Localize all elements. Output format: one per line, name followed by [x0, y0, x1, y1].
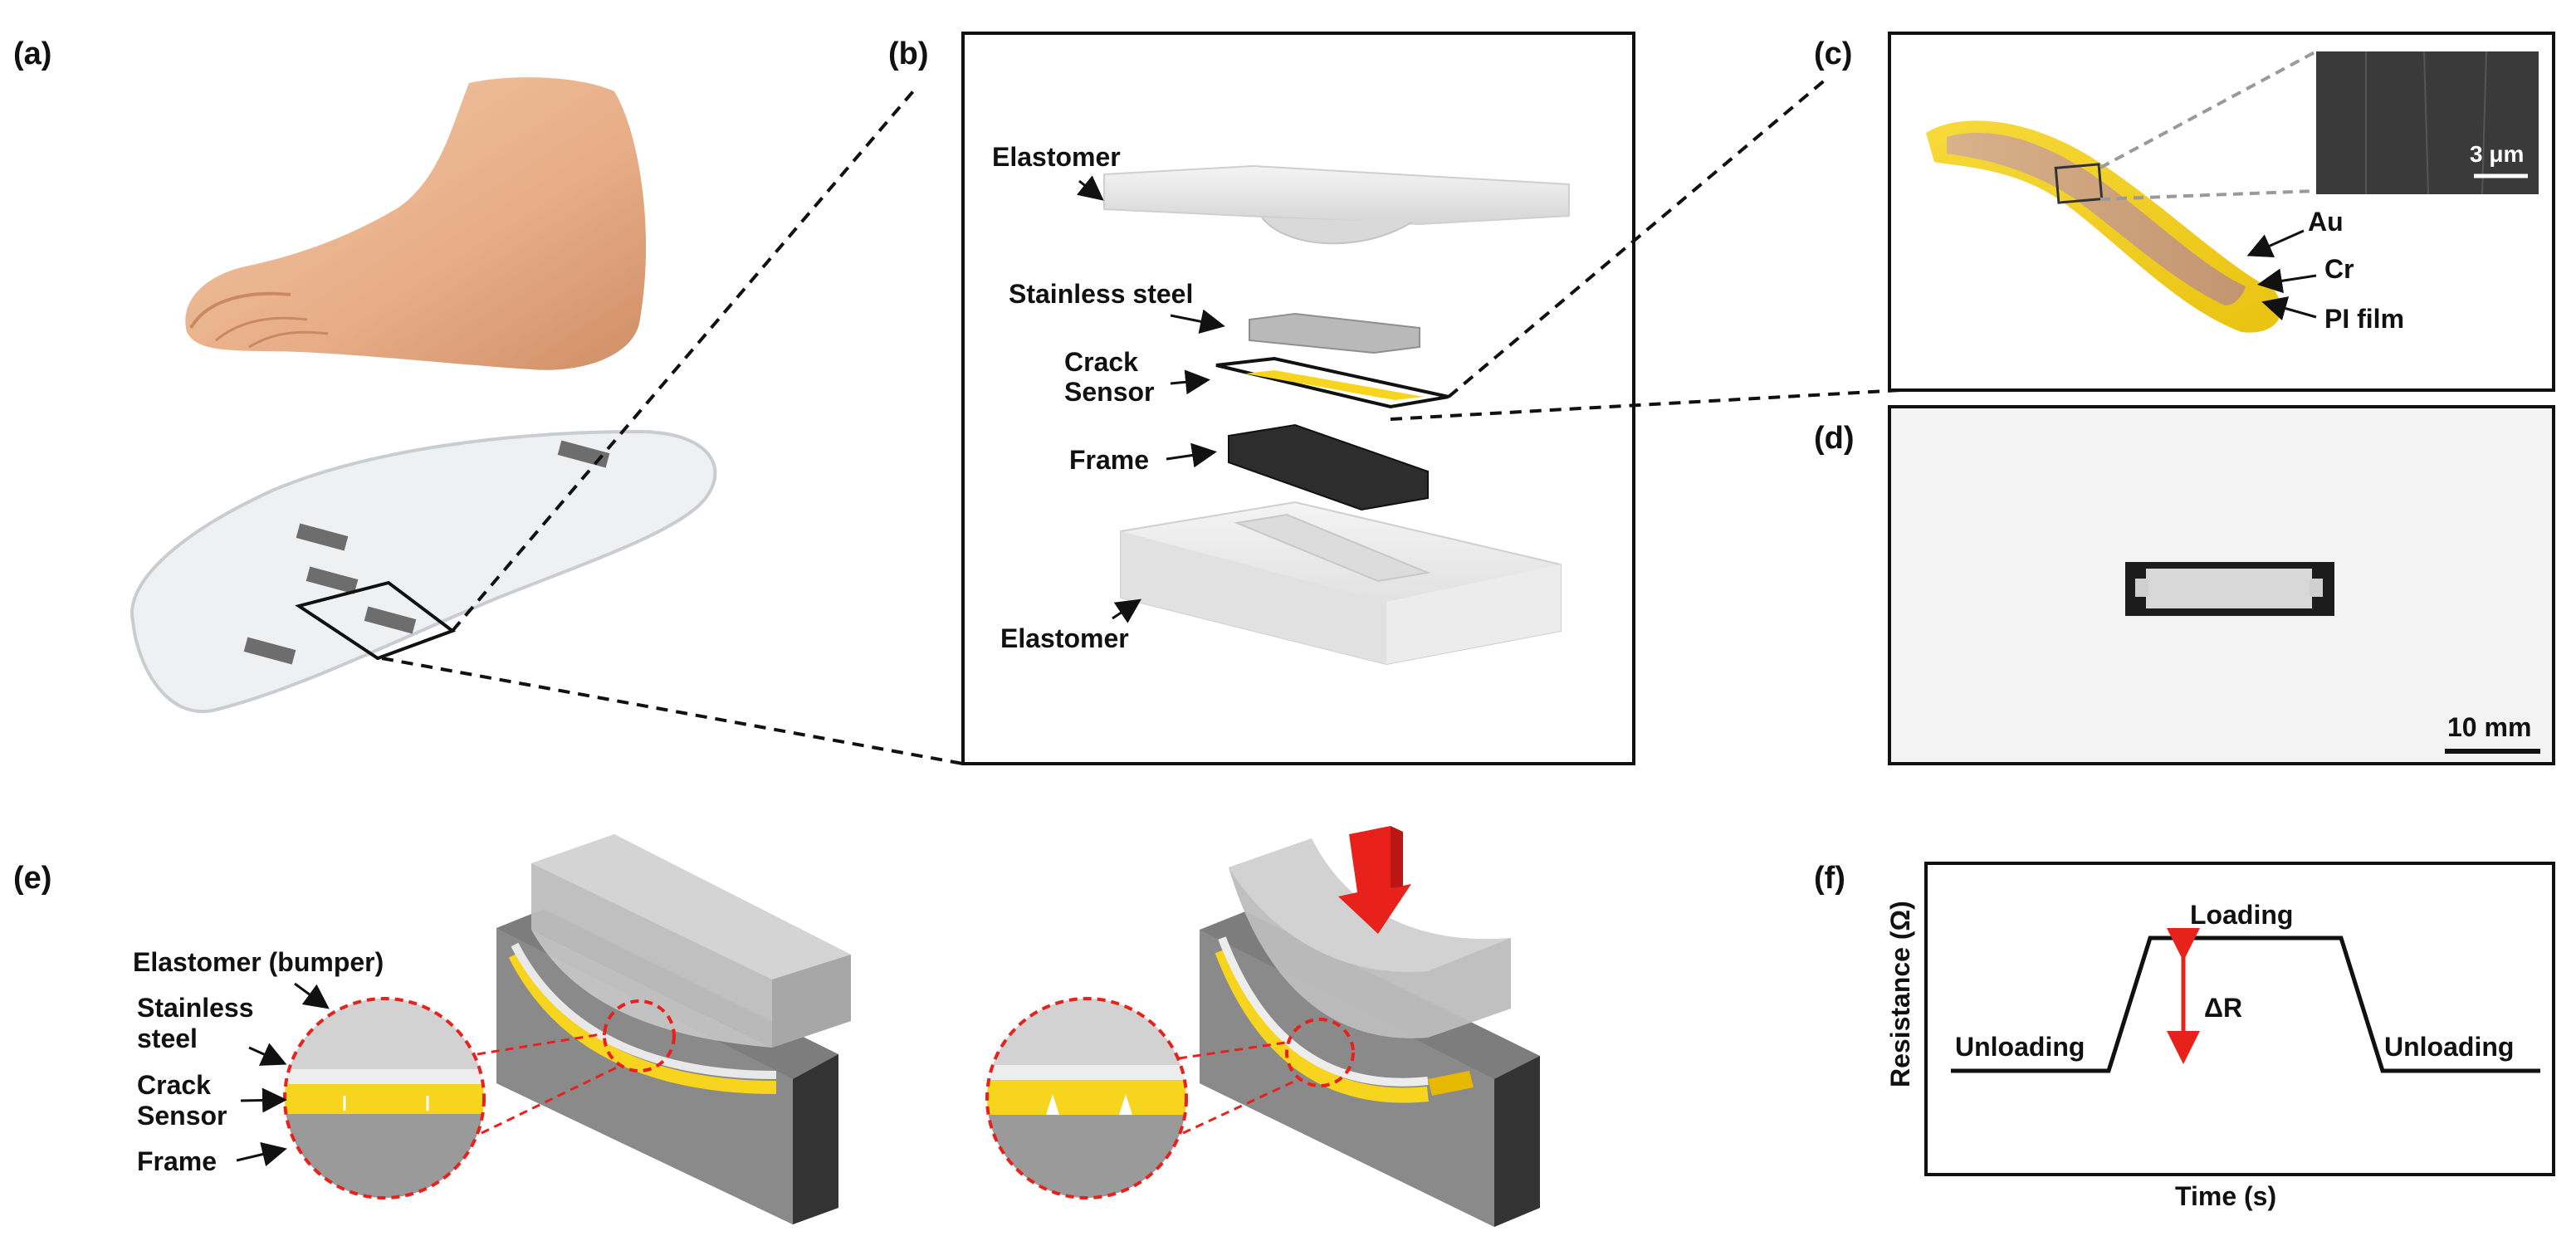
insole-icon — [130, 429, 717, 713]
plot-frame — [1924, 862, 2555, 1176]
frame-block — [1228, 423, 1429, 511]
label-frame-e: Frame — [137, 1146, 217, 1176]
loaded-assembly — [1200, 838, 1540, 1227]
panel-d-label: (d) — [1814, 421, 1855, 456]
label-cr: Cr — [2324, 254, 2354, 284]
label-bumper: Elastomer (bumper) — [133, 947, 384, 977]
panel-c: (c) 3 μm Au Cr PI film — [1814, 32, 2555, 392]
sensor-film-photo — [1926, 120, 2281, 333]
panel-e: (e) — [13, 826, 1540, 1227]
red-down-arrow-icon — [1338, 826, 1411, 934]
magnifier-circle-loaded-icon — [985, 997, 1300, 1199]
x-axis-label: Time (s) — [2175, 1181, 2276, 1211]
panel-a: (a) — [13, 37, 964, 765]
unloaded-assembly — [496, 834, 851, 1224]
panel-b-label: (b) — [888, 37, 929, 71]
bottom-elastomer — [1120, 501, 1562, 666]
panel-c-label: (c) — [1814, 37, 1852, 71]
scale-bar-label: 10 mm — [2447, 712, 2531, 742]
resistance-curve — [1951, 936, 2540, 1073]
stainless-steel-plate — [1249, 312, 1420, 354]
y-axis-label: Resistance (Ω) — [1885, 901, 1915, 1087]
foot-model-icon — [185, 77, 647, 370]
panel-b: (b) Elastomer Stainless steel Crack Sens… — [888, 32, 1902, 765]
label-crack-sensor-2: Sensor — [1064, 377, 1154, 407]
panel-e-label: (e) — [13, 861, 51, 896]
panel-f-label: (f) — [1814, 861, 1845, 896]
label-crack-2: Sensor — [137, 1101, 227, 1131]
label-delta-r: ΔR — [2204, 993, 2242, 1023]
label-au: Au — [2308, 207, 2344, 237]
label-stainless-steel: Stainless steel — [1009, 279, 1193, 309]
panel-d: (d) 10 mm — [1814, 405, 2555, 765]
label-elastomer-bottom: Elastomer — [1000, 623, 1129, 653]
label-crack-1: Crack — [137, 1070, 211, 1100]
sensor-photo — [2125, 562, 2334, 616]
label-unloading-left: Unloading — [1955, 1032, 2085, 1062]
top-elastomer — [1103, 164, 1570, 245]
label-frame: Frame — [1069, 445, 1149, 475]
panel-f: (f) ΔR Loading Unloading Unloading Time … — [1814, 861, 2555, 1211]
label-pi-film: PI film — [2324, 304, 2404, 334]
label-stainless-1: Stainless — [137, 993, 254, 1023]
sem-inset: 3 μm — [2316, 51, 2539, 195]
label-elastomer-top: Elastomer — [992, 142, 1121, 172]
sem-scale-label: 3 μm — [2470, 141, 2524, 167]
label-stainless-2: steel — [137, 1023, 198, 1053]
label-crack-sensor-1: Crack — [1064, 347, 1138, 377]
panel-a-label: (a) — [13, 37, 51, 71]
label-loading: Loading — [2190, 900, 2293, 930]
label-unloading-right: Unloading — [2384, 1032, 2514, 1062]
crack-sensor-layer — [1215, 356, 1449, 409]
